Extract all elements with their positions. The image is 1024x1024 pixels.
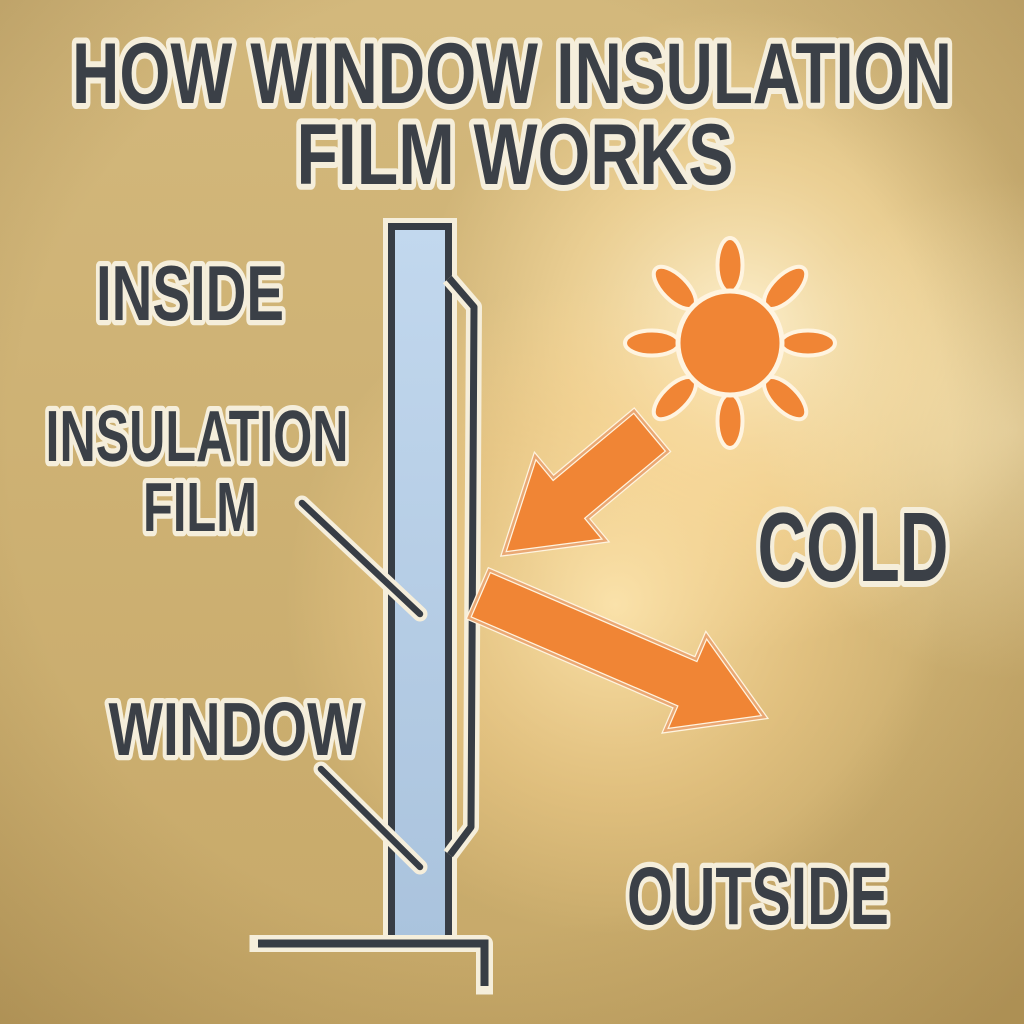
sun-ray	[779, 328, 837, 358]
label-window: WINDOW	[109, 687, 362, 771]
window-leader-line	[313, 761, 428, 875]
sun-rays	[623, 236, 837, 450]
arrow-down-right-icon	[465, 566, 770, 734]
label-inside: INSIDE	[96, 249, 284, 337]
sun-ray	[623, 328, 681, 358]
insulation-film-line	[446, 275, 478, 858]
page-title-line2: FILM WORKS	[297, 107, 734, 203]
arrow-down-left-icon	[499, 407, 672, 557]
insulation-film-leader-line	[294, 495, 428, 622]
window-sill-line	[258, 939, 489, 986]
sun-icon	[623, 236, 837, 450]
label-outside: OUTSIDE	[627, 851, 889, 942]
label-insulation-film-line2: FILM	[143, 468, 257, 546]
page-title-line1: HOW WINDOW INSULATION	[72, 26, 952, 122]
incoming-arrow-inner-edge	[501, 408, 670, 556]
sun-ray	[715, 392, 745, 450]
sun-ray	[715, 236, 745, 294]
sun-core	[675, 288, 785, 398]
label-insulation-film-line1: INSULATION	[46, 397, 349, 477]
label-cold: COLD	[758, 492, 949, 602]
reflected-arrow-inner-edge	[467, 568, 767, 733]
window-pane	[388, 223, 452, 945]
